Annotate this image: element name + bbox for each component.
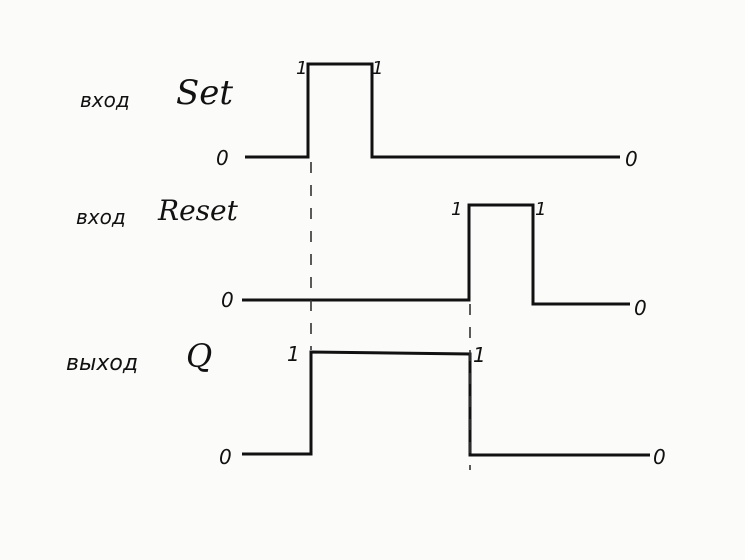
signal-reset-label-high-rise: 1 (451, 199, 462, 220)
signal-set-waveform (245, 62, 620, 159)
signal-q-label-high-fall: 1 (473, 343, 486, 367)
signal-reset-label-high-fall: 1 (535, 199, 546, 220)
signal-q-prefix: выход (66, 351, 138, 376)
signal-q-name: Q (186, 337, 212, 375)
signal-q-label-high-rise: 1 (287, 342, 300, 366)
signal-q-label-low-start: 0 (219, 445, 232, 469)
signal-set-label-high-fall: 1 (372, 58, 383, 79)
signal-set-label-high-rise: 1 (296, 58, 307, 79)
signal-set: вход Set 0 1 1 0 (80, 58, 638, 171)
signal-reset-label-low-start: 0 (221, 288, 234, 312)
signal-q-waveform (242, 350, 650, 457)
signal-q-label-low-end: 0 (653, 445, 666, 469)
signal-reset: вход Reset 0 1 1 0 (76, 194, 647, 320)
signal-reset-waveform (242, 203, 630, 306)
signal-set-label-low-end: 0 (625, 147, 638, 171)
signal-set-label-low-start: 0 (216, 146, 229, 170)
signal-reset-label-low-end: 0 (634, 296, 647, 320)
signal-set-prefix: вход (80, 88, 130, 112)
signal-set-name: Set (176, 73, 233, 113)
signal-reset-prefix: вход (76, 205, 126, 229)
signal-q: выход Q 0 1 1 0 (66, 337, 666, 469)
signal-reset-name: Reset (157, 194, 239, 227)
